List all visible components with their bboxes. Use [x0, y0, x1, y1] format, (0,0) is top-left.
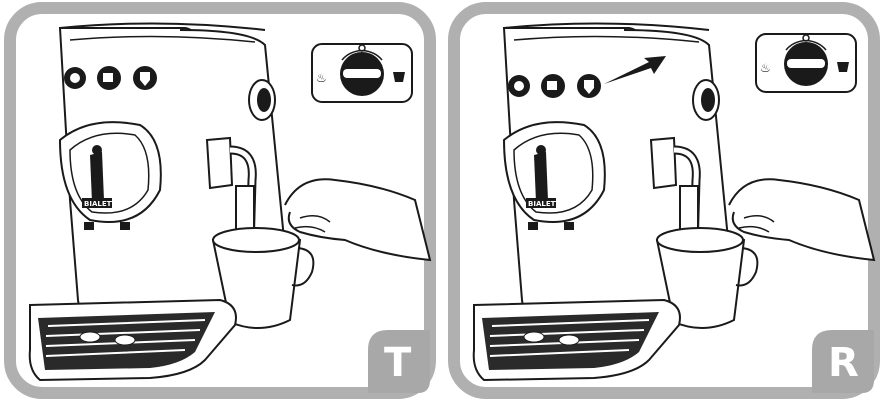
step-label: T [384, 340, 412, 386]
selector-inset: ♨ [756, 34, 856, 92]
steam-tap-icon: ♨ [316, 71, 327, 85]
cup-icon [837, 62, 849, 72]
step-badge: R [812, 330, 874, 393]
side-knob-icon [693, 80, 719, 120]
step-label: R [828, 340, 859, 386]
bialetti-logo-icon [90, 152, 104, 202]
control-buttons [64, 66, 157, 90]
illustration-panel-left: ♨ BIALETTI [0, 0, 440, 401]
cup-icon [393, 72, 405, 82]
illustration-panel-right: ♨ BIALETTI [444, 0, 884, 401]
brand-label: BIALETTI [528, 200, 563, 208]
steam-tap-icon: ♨ [760, 61, 771, 75]
bialetti-logo-icon [534, 152, 548, 202]
coffee-machine-illustration: ♨ BIALETTI [0, 0, 440, 401]
control-buttons [508, 74, 601, 98]
brand-label: BIALETTI [84, 200, 119, 208]
selector-inset: ♨ [312, 44, 412, 102]
step-badge: T [368, 330, 430, 393]
coffee-machine-illustration: ♨ BIALETTI [444, 0, 884, 401]
side-knob-icon [249, 80, 275, 120]
